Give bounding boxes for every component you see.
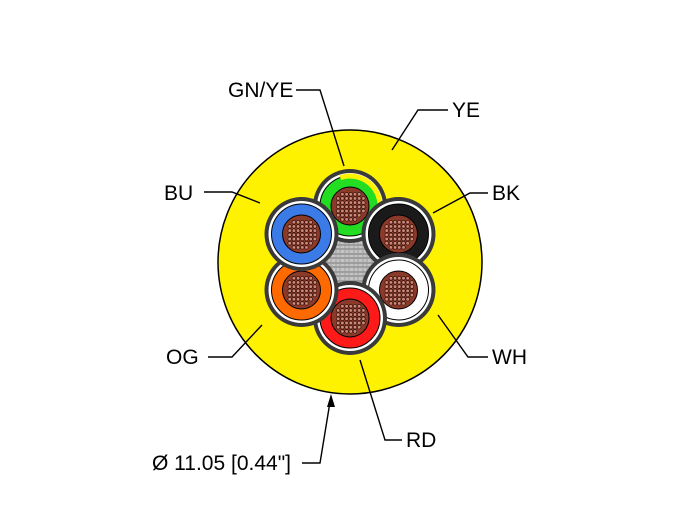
label-bk: BK bbox=[492, 182, 520, 205]
core-og bbox=[264, 253, 339, 327]
label-og: OG bbox=[166, 346, 199, 369]
label-jacket: YE bbox=[452, 99, 480, 122]
leader-rd bbox=[359, 359, 402, 441]
label-gnye: GN/YE bbox=[228, 79, 293, 102]
label-wh: WH bbox=[492, 346, 527, 369]
leader-diameter bbox=[302, 401, 331, 464]
leader-og bbox=[208, 324, 263, 358]
diameter-arrowhead bbox=[327, 394, 335, 407]
core-stripe bbox=[339, 173, 383, 207]
conductor-strands bbox=[384, 220, 415, 250]
leader-lines bbox=[204, 89, 488, 464]
label-rd: RD bbox=[406, 429, 436, 452]
core-bu bbox=[264, 197, 339, 271]
leader-bk bbox=[432, 192, 488, 214]
core-bk bbox=[361, 197, 436, 271]
label-bu: BU bbox=[164, 182, 193, 205]
conductor-strands bbox=[336, 192, 366, 222]
leader-gnye bbox=[296, 89, 345, 167]
conductor-strands bbox=[287, 276, 318, 306]
cores bbox=[264, 169, 436, 355]
leader-wh bbox=[437, 314, 488, 358]
conductor-strands bbox=[336, 304, 366, 334]
leader-ye bbox=[391, 109, 448, 151]
conductor-strands bbox=[384, 276, 415, 306]
leader-bu bbox=[204, 191, 261, 204]
label-diameter: Ø 11.05 [0.44"] bbox=[152, 452, 291, 475]
conductor-strands bbox=[287, 220, 318, 250]
